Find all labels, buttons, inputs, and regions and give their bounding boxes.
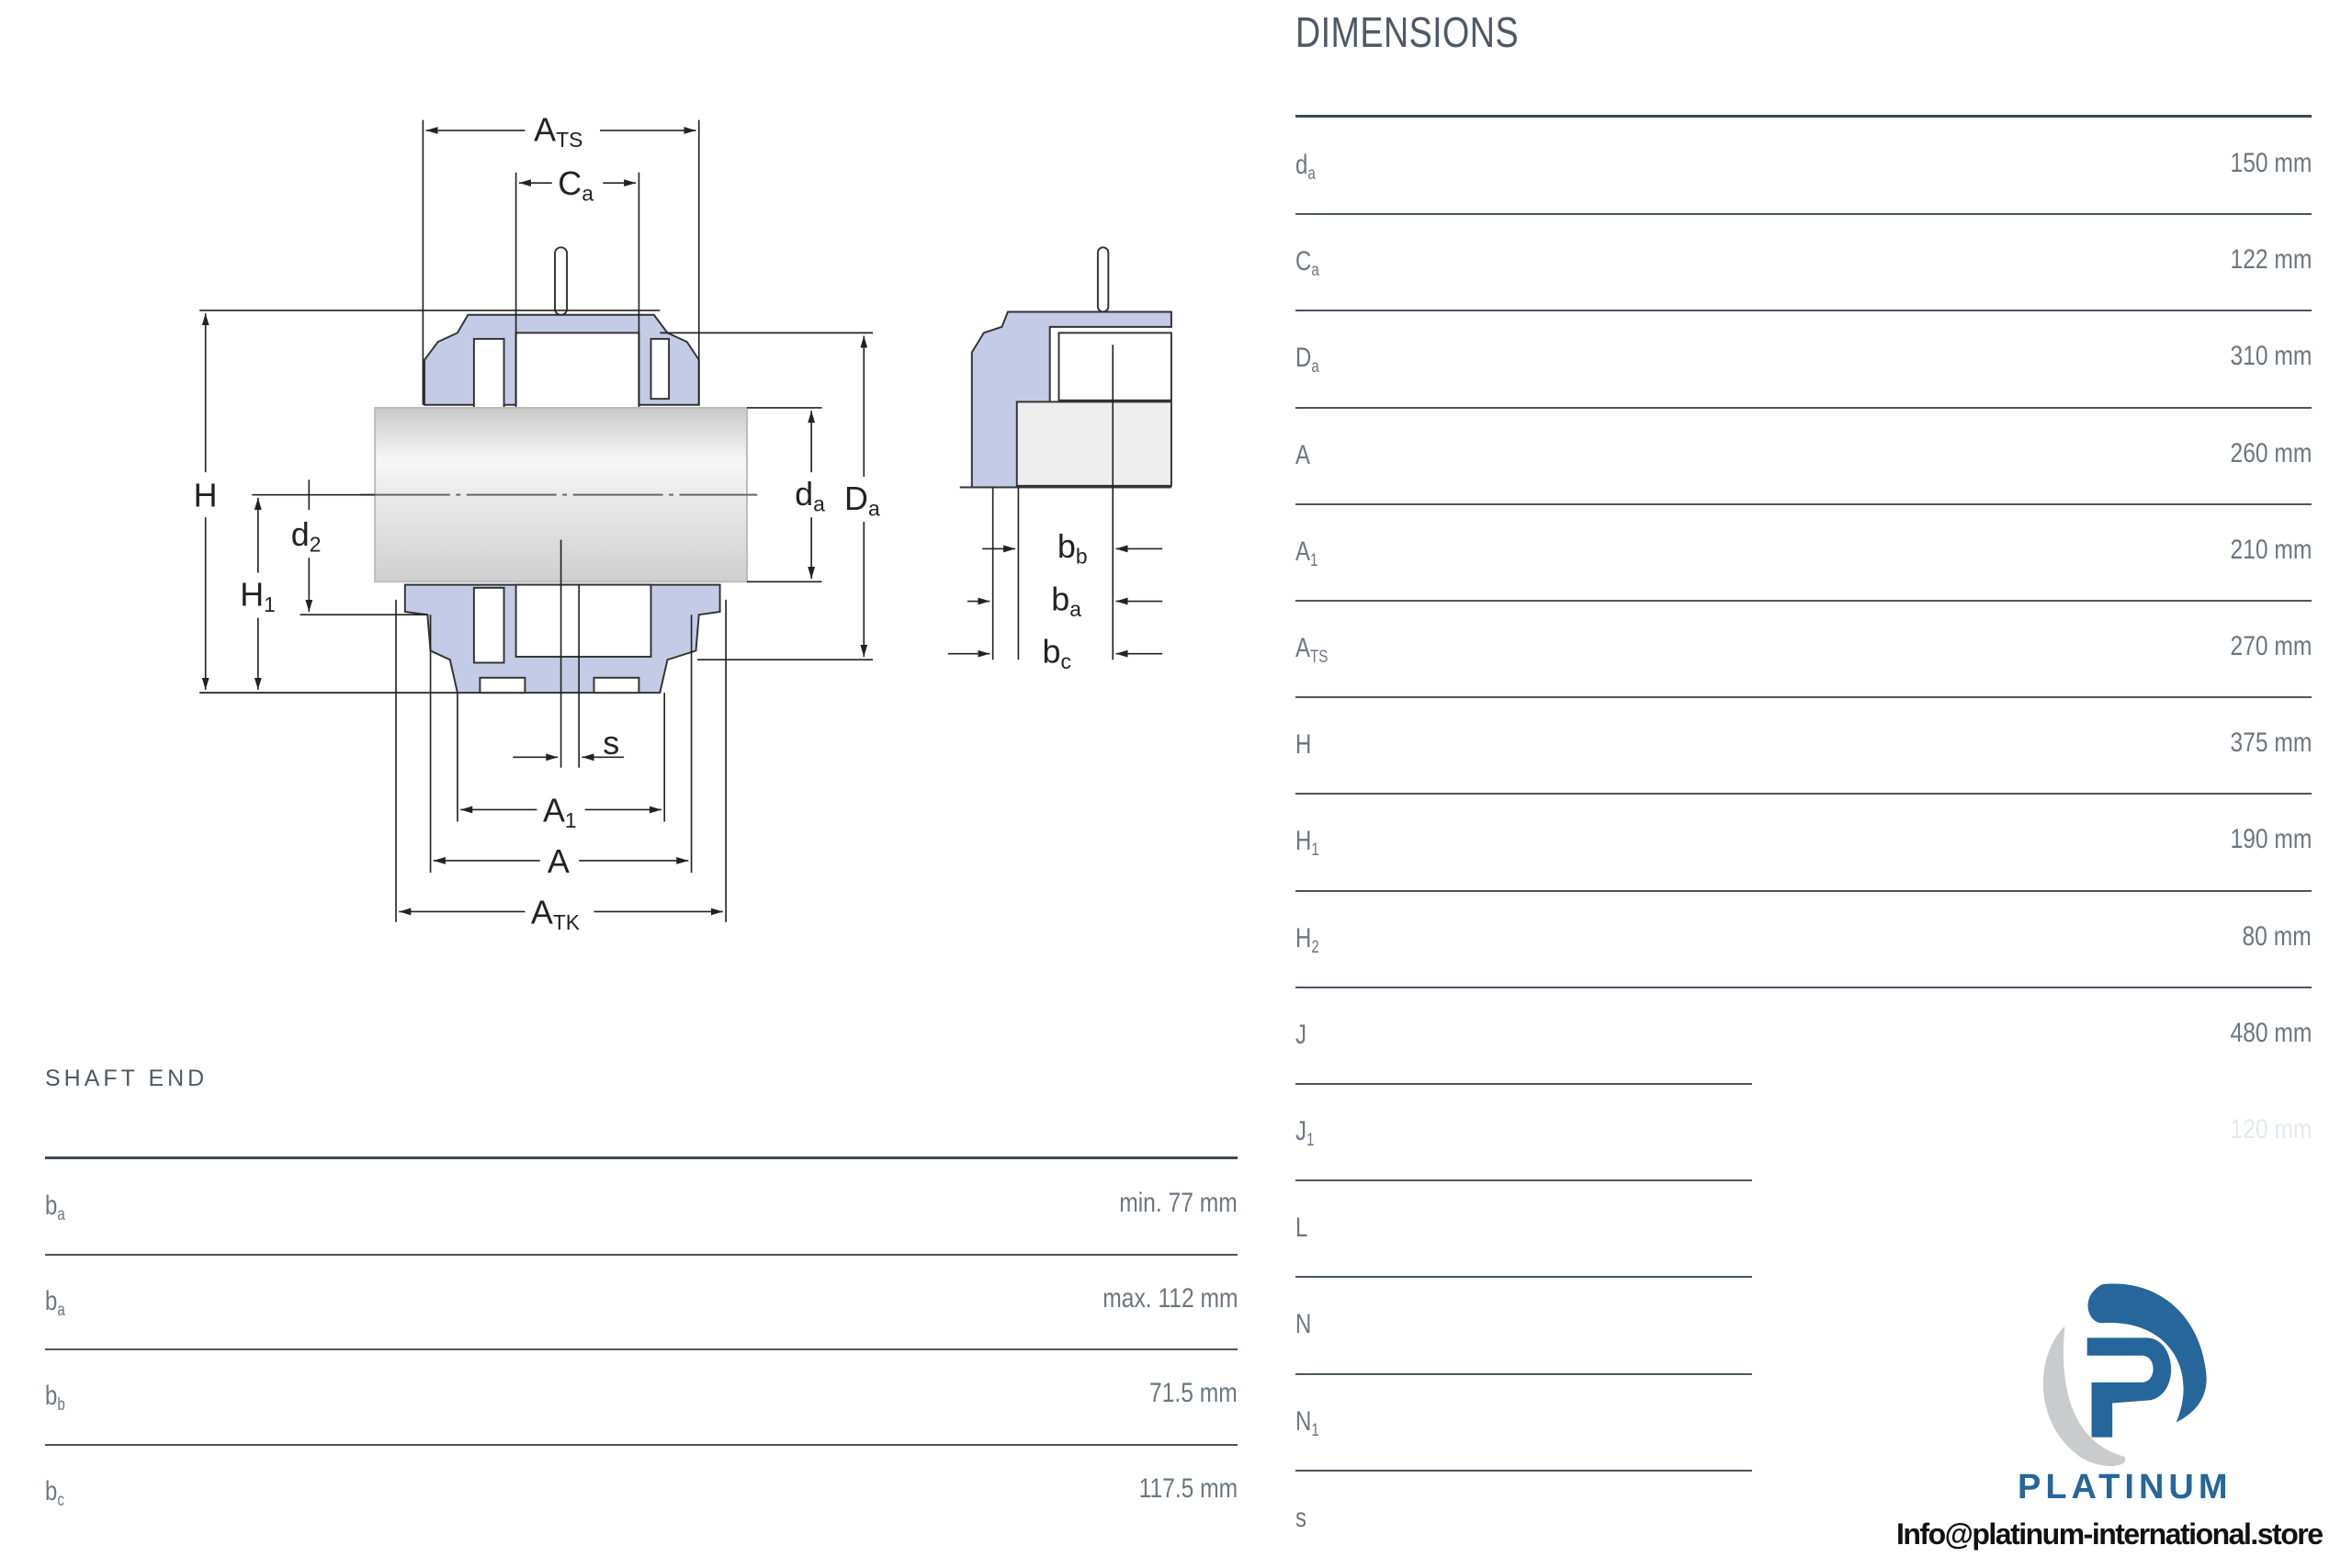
dimension-value: 480 mm bbox=[2230, 1017, 2312, 1048]
dim-label-d2: d2 bbox=[291, 515, 322, 557]
shaft-end-value: min. 77 mm bbox=[1119, 1188, 1238, 1218]
dimension-label: L bbox=[1295, 1213, 1308, 1244]
dim-label-a: A bbox=[548, 842, 570, 880]
dim-label-Da: Da bbox=[844, 479, 880, 521]
dim-label-h: H bbox=[194, 477, 218, 514]
dim-label-atk: ATK bbox=[531, 894, 580, 935]
dimension-label: A bbox=[1295, 439, 1311, 470]
dimension-value: 210 mm bbox=[2230, 534, 2312, 565]
dimension-label: H1 bbox=[1295, 826, 1319, 861]
dimension-label: Ca bbox=[1295, 246, 1319, 281]
row-divider bbox=[1295, 1469, 1752, 1472]
dimension-value: 375 mm bbox=[2230, 728, 2312, 759]
dimension-value: 120 mm bbox=[2230, 1114, 2312, 1145]
dimension-value: 122 mm bbox=[2230, 244, 2312, 276]
dimension-label: H bbox=[1295, 729, 1312, 761]
dimension-label: da bbox=[1295, 150, 1316, 184]
dimension-value: 150 mm bbox=[2230, 148, 2312, 178]
row-divider bbox=[45, 1443, 1238, 1446]
dim-label-a1: A1 bbox=[543, 792, 577, 833]
dim-label-h1: H1 bbox=[240, 575, 276, 616]
dim-label-ca: Ca bbox=[558, 164, 594, 206]
dimension-value: 270 mm bbox=[2230, 631, 2312, 661]
row-divider bbox=[1295, 1083, 1752, 1085]
dimension-label: N1 bbox=[1295, 1405, 1319, 1440]
dimension-label: A1 bbox=[1295, 536, 1318, 570]
dimension-label: H2 bbox=[1295, 922, 1319, 957]
shaft-end-label: bc bbox=[45, 1475, 64, 1510]
row-divider bbox=[1295, 1372, 1752, 1375]
shaft-end-value: 117.5 mm bbox=[1138, 1472, 1238, 1504]
shaft-end-label: bb bbox=[45, 1381, 65, 1415]
row-divider bbox=[1295, 502, 2312, 505]
row-divider bbox=[1295, 213, 2312, 216]
row-divider bbox=[45, 1253, 1238, 1256]
row-divider bbox=[1295, 986, 2312, 988]
contact-email[interactable]: Info@platinum-international.store bbox=[1896, 1517, 2324, 1551]
row-divider bbox=[1295, 1179, 1752, 1182]
dim-label-bc: bc bbox=[1043, 632, 1071, 673]
row-divider bbox=[1295, 793, 2312, 795]
row-divider bbox=[1295, 1276, 1752, 1279]
row-divider bbox=[45, 1348, 1238, 1350]
dimension-label: ATS bbox=[1295, 633, 1329, 667]
row-divider bbox=[1295, 406, 2312, 409]
dimension-label: J1 bbox=[1295, 1116, 1315, 1150]
row-divider bbox=[1295, 696, 2312, 699]
shaft-end-label: ba bbox=[45, 1190, 65, 1224]
shaft-end-value: 71.5 mm bbox=[1149, 1378, 1238, 1408]
shaft-end-value: max. 112 mm bbox=[1102, 1282, 1238, 1314]
dimensions-title: DIMENSIONS bbox=[1295, 8, 1520, 56]
row-divider bbox=[1295, 600, 2312, 602]
dimension-value: 80 mm bbox=[2242, 920, 2312, 952]
dimension-label: J bbox=[1295, 1019, 1306, 1050]
shaft-end-header-divider bbox=[45, 1156, 1238, 1159]
dimension-value: 310 mm bbox=[2230, 341, 2312, 372]
dimension-label: N bbox=[1295, 1309, 1312, 1340]
logo-wordmark: PLATINUM bbox=[2018, 1468, 2233, 1506]
dim-label-ba: ba bbox=[1051, 580, 1081, 621]
row-divider bbox=[1295, 310, 2312, 312]
dim-label-ats: ATS bbox=[534, 110, 582, 152]
bearing-housing-drawing: ATS Ca H H1 d2 da Da s A1 A ATK bb ba bc bbox=[194, 110, 1172, 935]
dimension-value: 260 mm bbox=[2230, 437, 2312, 468]
platinum-logo-icon bbox=[2042, 1283, 2207, 1466]
dim-label-bb: bb bbox=[1057, 527, 1088, 569]
dim-label-da: da bbox=[795, 475, 825, 516]
dimension-value: 190 mm bbox=[2230, 824, 2312, 855]
shaft-end-label: ba bbox=[45, 1285, 65, 1320]
dim-label-s: s bbox=[603, 724, 619, 761]
row-divider bbox=[1295, 889, 2312, 892]
shaft-end-title: SHAFT END bbox=[45, 1066, 209, 1091]
dimension-label: s bbox=[1295, 1502, 1306, 1533]
dimension-label: Da bbox=[1295, 343, 1319, 378]
dimensions-header-divider bbox=[1295, 115, 2312, 118]
